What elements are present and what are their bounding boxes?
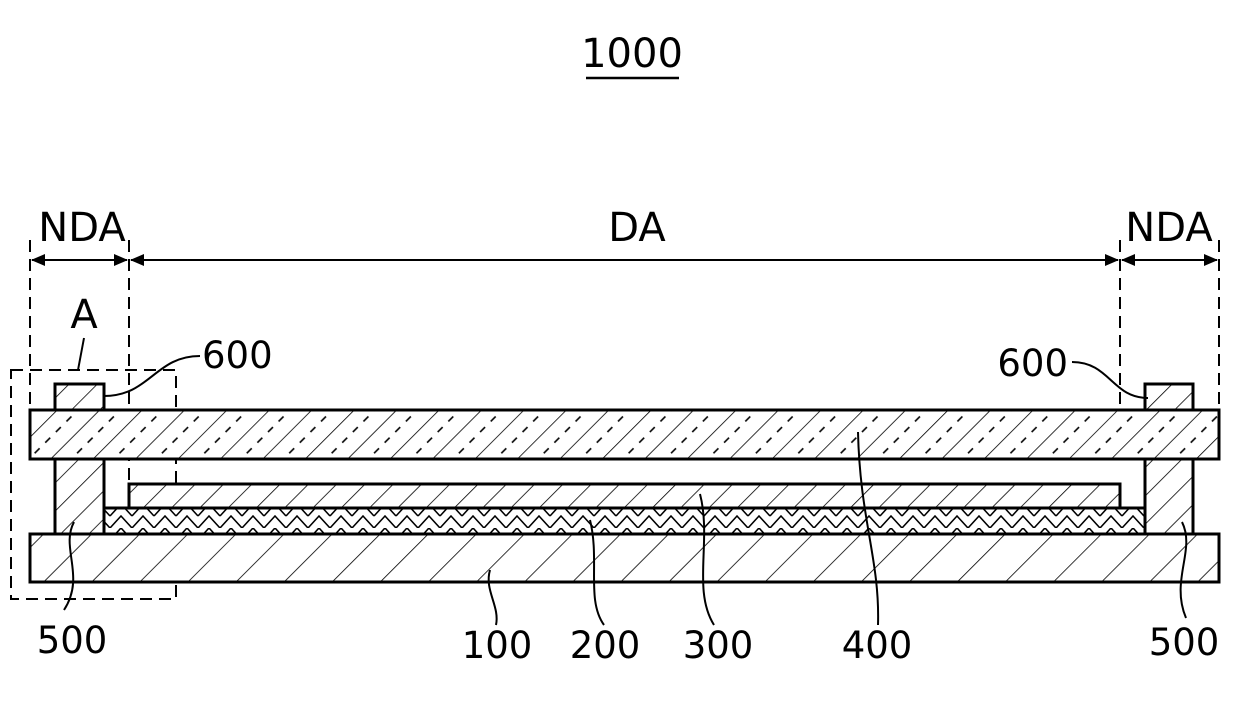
region-label-da: DA [608,205,666,251]
detail-label-a: A [70,292,98,338]
detail-a-leader [78,338,84,370]
spacer-600-left [55,384,104,410]
leader-600-right [1072,362,1148,398]
label-500-right: 500 [1149,621,1220,664]
label-400: 400 [842,624,913,667]
label-600-left: 600 [202,334,273,377]
label-300: 300 [683,624,754,667]
label-200: 200 [570,624,641,667]
sealant-500-right [1145,459,1193,534]
layer-200 [80,508,1158,534]
region-label-nda-left: NDA [38,205,126,251]
region-label-nda-right: NDA [1125,205,1213,251]
layer-400-encap-substrate [30,410,1219,459]
layer-100-substrate [30,534,1219,582]
layer-300 [129,484,1120,508]
label-100: 100 [462,624,533,667]
leader-600-left [104,356,200,396]
label-500-left: 500 [37,619,108,662]
sealant-500-left [55,459,104,534]
spacer-600-right [1145,384,1193,410]
figure-title: 1000 [581,31,683,77]
label-600-right: 600 [997,342,1068,385]
